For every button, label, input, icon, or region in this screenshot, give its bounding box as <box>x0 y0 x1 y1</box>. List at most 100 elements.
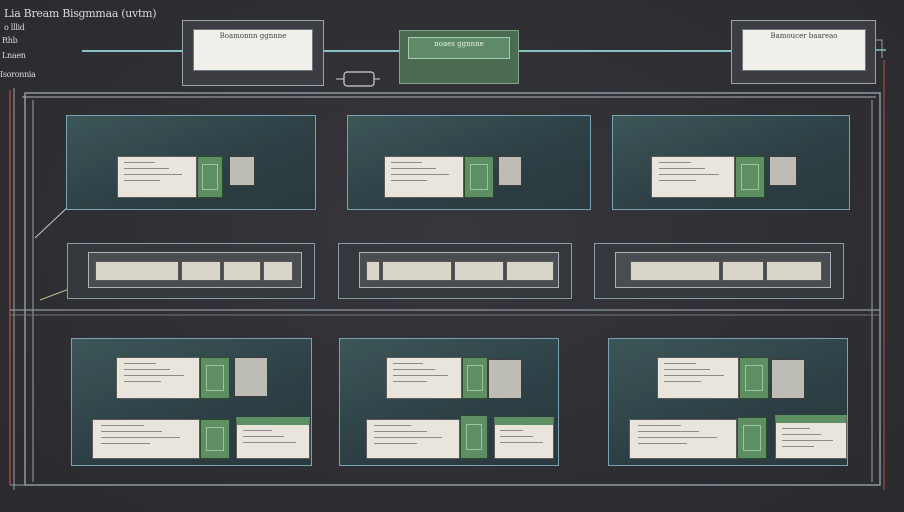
text-scribble <box>242 442 297 443</box>
text-scribble <box>101 431 162 432</box>
node-label: Boamonnn ggnnne <box>193 29 313 71</box>
document-card <box>494 417 554 459</box>
text-scribble <box>101 437 180 438</box>
green-card <box>197 156 223 198</box>
text-scribble <box>124 174 182 175</box>
text-scribble <box>392 381 427 382</box>
green-card <box>464 156 494 198</box>
green-card <box>462 357 488 399</box>
document-card <box>236 417 310 459</box>
green-card <box>737 417 767 459</box>
green-card <box>460 415 488 459</box>
text-scribble <box>374 443 417 444</box>
side-note: o lllid <box>4 23 25 32</box>
top-node-right: Bamoucer baareao <box>731 20 876 84</box>
green-card <box>200 357 230 399</box>
text-scribble <box>664 363 697 364</box>
tag-card <box>771 359 805 399</box>
tray-row2-1 <box>67 243 315 299</box>
document-card <box>651 156 735 198</box>
top-node-center: noaes ggnnne <box>399 30 519 84</box>
tray-row2-2 <box>338 243 572 299</box>
green-card <box>739 357 769 399</box>
panel-row3-2 <box>339 338 559 466</box>
text-scribble <box>391 162 423 163</box>
text-scribble <box>638 431 699 432</box>
text-scribble <box>658 162 692 163</box>
tray-slot <box>615 252 831 288</box>
node-label: noaes ggnnne <box>408 37 510 59</box>
text-scribble <box>664 381 702 382</box>
text-scribble <box>124 162 156 163</box>
panel-row1-2 <box>347 115 591 210</box>
panel-row3-1 <box>71 338 312 466</box>
top-node-left: Boamonnn ggnnne <box>182 20 324 86</box>
text-scribble <box>638 437 717 438</box>
tag-card <box>769 156 797 186</box>
tray-slot <box>88 252 302 288</box>
text-scribble <box>781 440 834 441</box>
text-scribble <box>124 180 161 181</box>
diagram-title: Lia Bream Bisgmmaa (uvtm) <box>4 7 157 20</box>
text-scribble <box>101 425 144 426</box>
side-note: Isoronnia <box>0 70 36 79</box>
text-scribble <box>124 168 169 169</box>
text-scribble <box>374 437 443 438</box>
document-card <box>92 419 200 459</box>
side-note: Rhb <box>2 36 18 45</box>
document-card <box>366 419 460 459</box>
text-scribble <box>242 430 272 431</box>
tray-row2-3 <box>594 243 844 299</box>
text-scribble <box>664 375 724 376</box>
text-scribble <box>101 443 151 444</box>
text-scribble <box>658 168 706 169</box>
text-scribble <box>392 369 436 370</box>
text-scribble <box>781 428 810 429</box>
green-card <box>735 156 765 198</box>
text-scribble <box>638 443 688 444</box>
text-scribble <box>391 180 428 181</box>
text-scribble <box>392 363 423 364</box>
side-note: Lnaen <box>2 51 26 60</box>
text-scribble <box>123 375 185 376</box>
panel-row1-1 <box>66 115 316 210</box>
text-scribble <box>374 431 427 432</box>
green-card <box>200 419 230 459</box>
panel-row3-3 <box>608 338 848 466</box>
text-scribble <box>781 434 822 435</box>
text-scribble <box>392 375 448 376</box>
text-scribble <box>123 381 162 382</box>
text-scribble <box>781 446 814 447</box>
document-card <box>775 415 847 459</box>
node-label: Bamoucer baareao <box>742 29 866 71</box>
text-scribble <box>658 180 697 181</box>
text-scribble <box>499 430 523 431</box>
text-scribble <box>664 369 710 370</box>
text-scribble <box>391 174 449 175</box>
document-card <box>384 156 464 198</box>
panel-row1-3 <box>612 115 850 210</box>
text-scribble <box>374 425 412 426</box>
tag-card <box>488 359 522 399</box>
document-card <box>116 357 200 399</box>
document-card <box>386 357 462 399</box>
text-scribble <box>658 174 720 175</box>
text-scribble <box>242 436 284 437</box>
tag-card <box>229 156 255 186</box>
text-scribble <box>638 425 681 426</box>
document-card <box>117 156 197 198</box>
tray-slot <box>359 252 559 288</box>
tag-card <box>498 156 522 186</box>
text-scribble <box>499 436 533 437</box>
document-card <box>629 419 737 459</box>
document-card <box>657 357 739 399</box>
text-scribble <box>391 168 436 169</box>
text-scribble <box>123 369 171 370</box>
text-scribble <box>499 442 543 443</box>
text-scribble <box>123 363 157 364</box>
tag-card <box>234 357 268 397</box>
